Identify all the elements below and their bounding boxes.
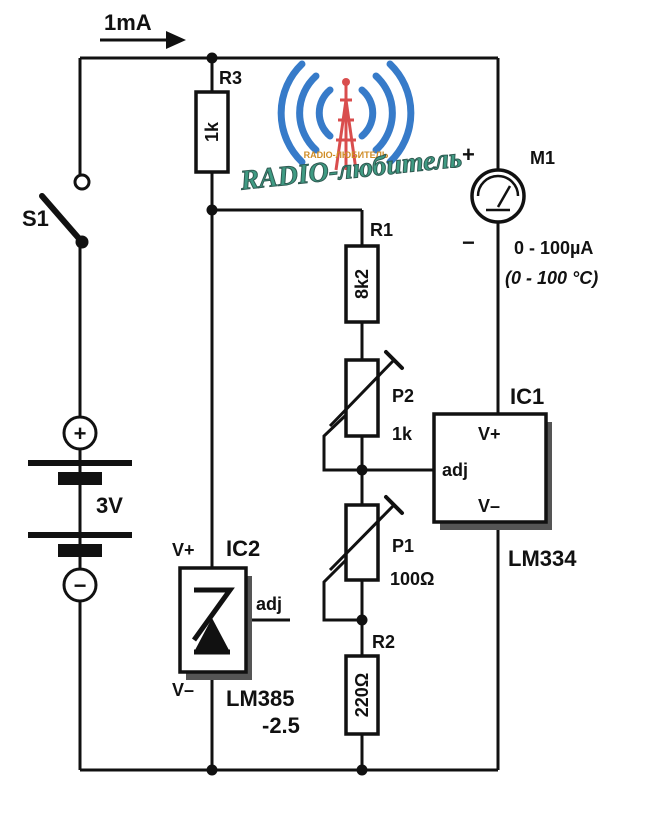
r3-label: R3 [219,68,242,88]
ic1-vminus: V– [478,496,500,516]
wiring [78,56,500,772]
meter-label: M1 [530,148,555,168]
ic2-lm385 [178,566,252,680]
ic2-vplus: V+ [172,540,195,560]
potentiometer-p2 [322,350,404,472]
ic1-part: LM334 [508,546,577,571]
ic1-label: IC1 [510,384,544,409]
ic2-part: LM385 [226,686,294,711]
battery-plus-symbol: + [74,421,87,446]
r3-value: 1k [202,121,222,142]
meter-range: 0 - 100µA [514,238,593,258]
ic2-adj: adj [256,594,282,614]
battery-minus-icon [62,567,98,603]
r2-value: 220Ω [352,673,372,717]
p1-value: 100Ω [390,569,434,589]
battery-voltage: 3V [96,493,123,518]
current-arrow [100,31,186,49]
resistor-r1 [344,244,380,324]
r1-label: R1 [370,220,393,240]
ic1-lm334 [432,412,552,530]
watermark-small-text: RADIO-ЛЮБИТЕЛЬ [304,150,389,160]
p2-value: 1k [392,424,413,444]
ic2-part-suffix: -2.5 [262,713,300,738]
r2-label: R2 [372,632,395,652]
switch-label: S1 [22,206,49,231]
meter-m1 [470,168,526,224]
resistor-r3 [194,90,230,174]
watermark-logo: RADIO-ЛЮБИТЕЛЬ RADIO-любитель [237,60,464,197]
battery-minus-symbol: − [74,573,87,598]
potentiometer-p1 [322,495,404,622]
meter-plus: + [462,142,475,167]
meter-minus: − [462,230,475,255]
current-label: 1mA [104,10,152,35]
ic2-vminus: V– [172,680,194,700]
meter-temp-range: (0 - 100 °C) [505,268,598,288]
switch-s1 [39,173,91,249]
ic1-vplus: V+ [478,424,501,444]
p1-label: P1 [392,536,414,556]
battery-plus-icon [62,415,98,451]
p2-label: P2 [392,386,414,406]
battery [28,415,132,603]
r1-value: 8k2 [352,269,372,299]
ic2-label: IC2 [226,536,260,561]
resistor-r2 [344,654,380,736]
ic1-adj: adj [442,460,468,480]
